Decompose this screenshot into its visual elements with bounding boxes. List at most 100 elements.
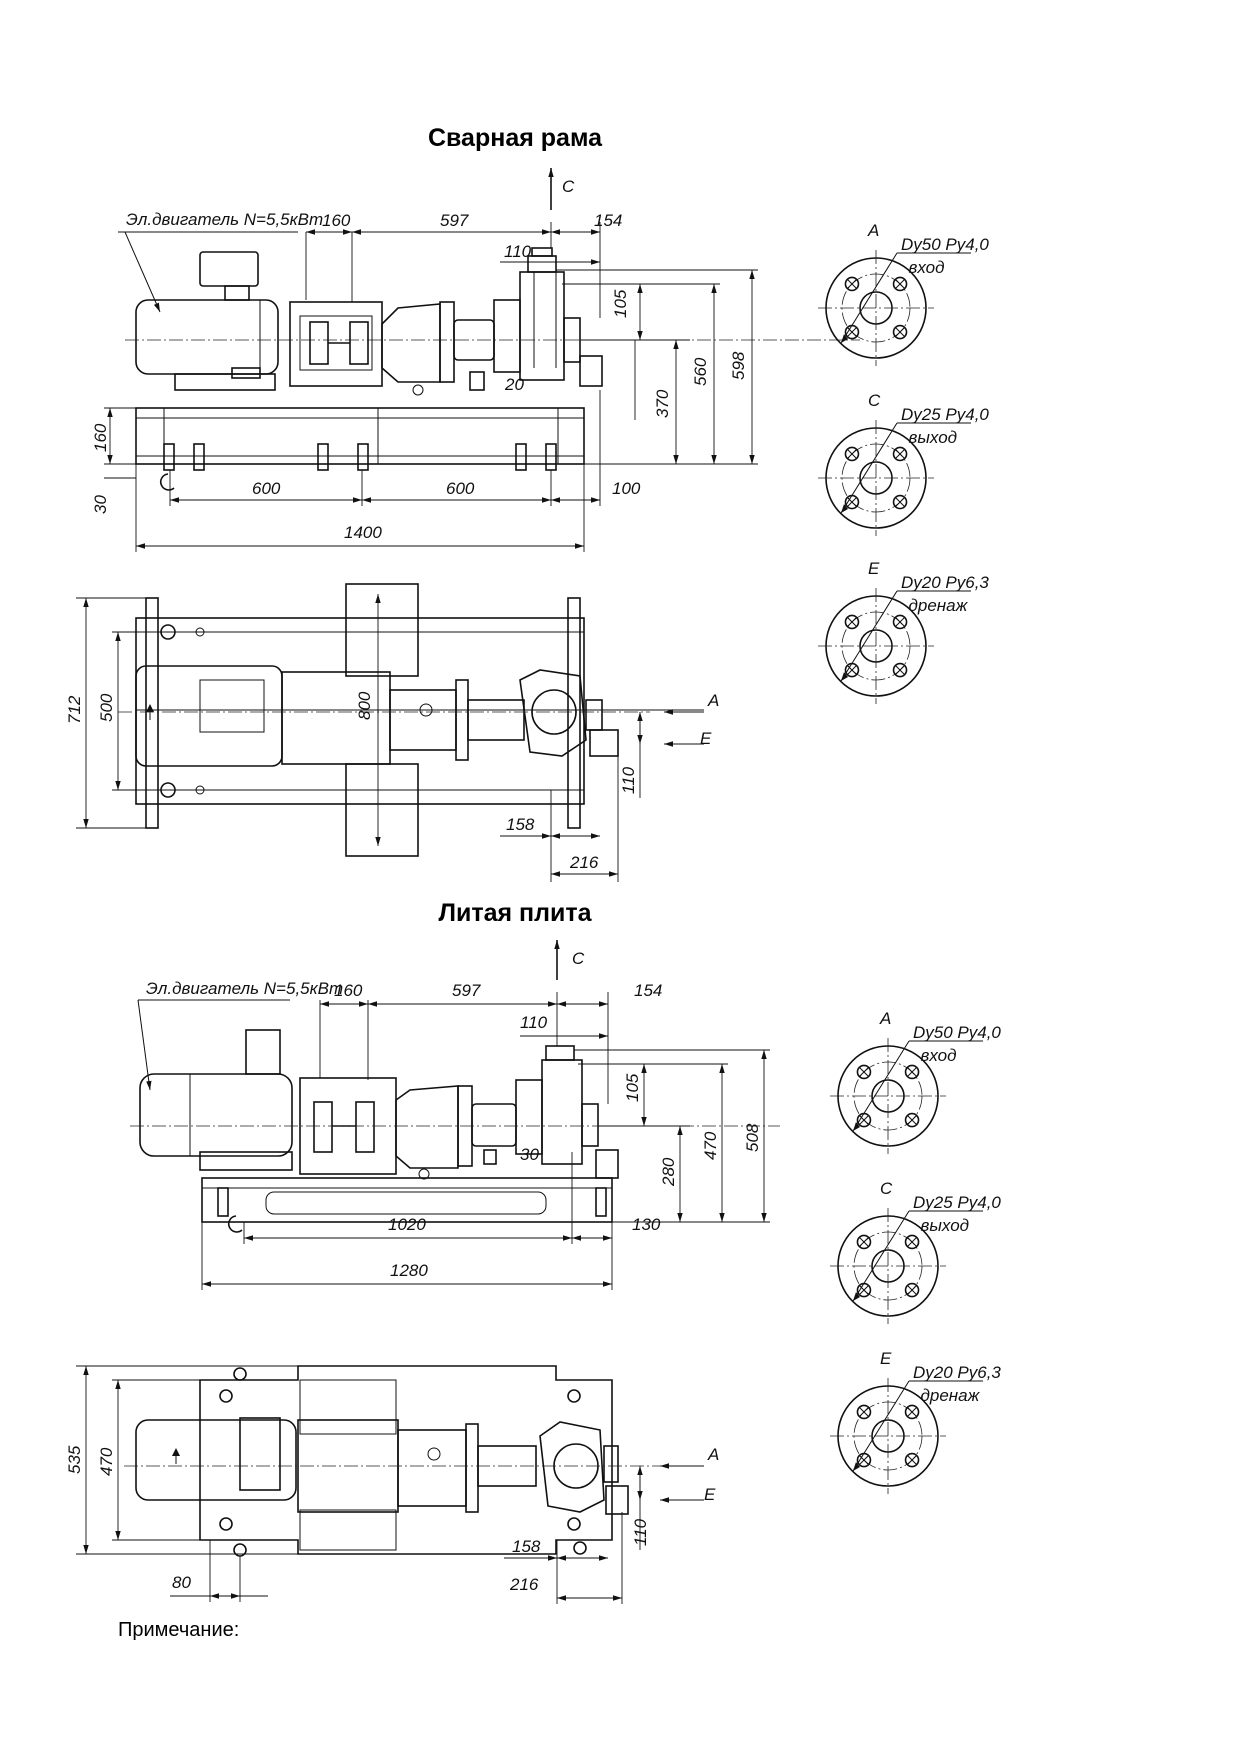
flange-role: вход <box>909 258 945 277</box>
cast-plate-outline <box>199 1365 613 1555</box>
view-a-label: А <box>707 691 719 710</box>
bolt-hole <box>844 446 860 462</box>
flange-view-letter: С <box>868 391 881 410</box>
dim-800: 800 <box>355 691 374 720</box>
dim-535: 535 <box>65 1445 84 1474</box>
flange-spec: Dy50 Py4,0 <box>913 1023 1001 1042</box>
welded-frame <box>135 407 585 465</box>
dim-1400: 1400 <box>344 523 382 542</box>
flange-spec: Dy20 Py6,3 <box>913 1363 1001 1382</box>
flange-view-letter: Е <box>868 559 880 578</box>
pump-casing-cast <box>515 1079 543 1155</box>
heading-welded-frame: Сварная рама <box>428 124 603 152</box>
dim-30: 30 <box>91 495 110 514</box>
dim-560: 560 <box>691 357 710 386</box>
heading-cast-plate: Литая плита <box>438 899 592 927</box>
dim-598: 598 <box>729 351 748 380</box>
flange-role: выход <box>909 428 958 447</box>
dim-130: 130 <box>632 1215 661 1234</box>
dim-470-plan-cast: 470 <box>97 1447 116 1476</box>
electric-motor-cast <box>139 1073 293 1157</box>
dim-110-plan: 110 <box>619 766 638 794</box>
flange-spec: Dy25 Py4,0 <box>913 1193 1001 1212</box>
bolt-hole <box>856 1404 872 1420</box>
pump-casing <box>493 299 521 373</box>
suction-flange-cast <box>581 1103 599 1147</box>
dim-470-cast: 470 <box>701 1131 720 1160</box>
dim-712: 712 <box>65 695 84 724</box>
dim-154: 154 <box>594 211 622 230</box>
view-e-label-cast: Е <box>704 1485 716 1504</box>
dim-154-cast: 154 <box>634 981 662 1000</box>
flange-detail: А Dy50 Py4,0 вход <box>818 221 989 366</box>
bolt-hole <box>844 614 860 630</box>
flange-spec: Dy50 Py4,0 <box>901 235 989 254</box>
lifting-hook-cast <box>227 1215 243 1233</box>
bolt-hole <box>904 1112 920 1128</box>
flange-role: выход <box>921 1216 970 1235</box>
view-e-label: Е <box>700 729 712 748</box>
bolt-hole <box>892 276 908 292</box>
dim-158-cast: 158 <box>512 1537 541 1556</box>
dim-160-height: 160 <box>91 423 110 452</box>
dim-105: 105 <box>611 289 630 318</box>
dim-280: 280 <box>659 1157 678 1187</box>
electric-motor <box>135 299 279 375</box>
dim-370: 370 <box>653 389 672 418</box>
bolt-hole <box>892 662 908 678</box>
dim-508: 508 <box>743 1123 762 1152</box>
bolt-hole <box>856 1234 872 1250</box>
bolt-hole <box>892 494 908 510</box>
guard-top <box>345 583 419 677</box>
flange-view-letter: А <box>867 221 879 240</box>
bolt-hole <box>904 1282 920 1298</box>
welded-plan-view: 800 А Е 712 500 110 158 216 <box>65 583 719 882</box>
flange-role: дренаж <box>909 596 969 615</box>
motor-label-cast: Эл.двигатель N=5,5кВт <box>146 979 343 998</box>
dim-160-cast: 160 <box>334 981 363 1000</box>
view-c-label-cast: С <box>572 949 585 968</box>
cast-base-plate <box>201 1177 613 1223</box>
flange-detail: Е Dy20 Py6,3 дренаж <box>830 1349 1001 1494</box>
dim-1280: 1280 <box>390 1261 428 1280</box>
motor-mount <box>174 373 276 391</box>
view-a-label-cast: А <box>707 1445 719 1464</box>
flange-view-letter: С <box>880 1179 893 1198</box>
dim-216: 216 <box>569 853 599 872</box>
bolt-hole <box>904 1452 920 1468</box>
dim-110: 110 <box>504 242 532 261</box>
dim-80: 80 <box>172 1573 191 1592</box>
dim-597-cast: 597 <box>452 981 481 1000</box>
dim-20: 20 <box>504 375 524 394</box>
bolt-hole <box>904 1234 920 1250</box>
flange-role: вход <box>921 1046 957 1065</box>
lifting-hook <box>159 473 175 491</box>
bolt-hole <box>904 1064 920 1080</box>
flange-detail: А Dy50 Py4,0 вход <box>830 1009 1001 1154</box>
dim-600-b: 600 <box>446 479 475 498</box>
bearing-plan <box>389 689 457 751</box>
guard-bottom <box>345 763 419 857</box>
dim-110-cast: 110 <box>520 1013 548 1032</box>
dim-160: 160 <box>322 211 351 230</box>
discharge-flange-cast <box>545 1045 575 1061</box>
motor-label: Эл.двигатель N=5,5кВт <box>126 210 323 229</box>
dim-597: 597 <box>440 211 469 230</box>
welded-front-view: С Эл.двигатель N=5,5кВт <box>91 168 860 552</box>
dim-500: 500 <box>97 693 116 722</box>
motor-plan-cast <box>135 1419 297 1501</box>
dim-100: 100 <box>612 479 641 498</box>
note-label: Примечание: <box>118 1619 239 1641</box>
flange-view-letter: А <box>879 1009 891 1028</box>
dim-105-cast: 105 <box>623 1073 642 1102</box>
discharge-flange <box>527 255 557 273</box>
flange-role: дренаж <box>921 1386 981 1405</box>
flange-view-letter: Е <box>880 1349 892 1368</box>
view-c-label: С <box>562 177 575 196</box>
bolt-hole <box>844 276 860 292</box>
dim-600-a: 600 <box>252 479 281 498</box>
bolt-hole <box>904 1404 920 1420</box>
